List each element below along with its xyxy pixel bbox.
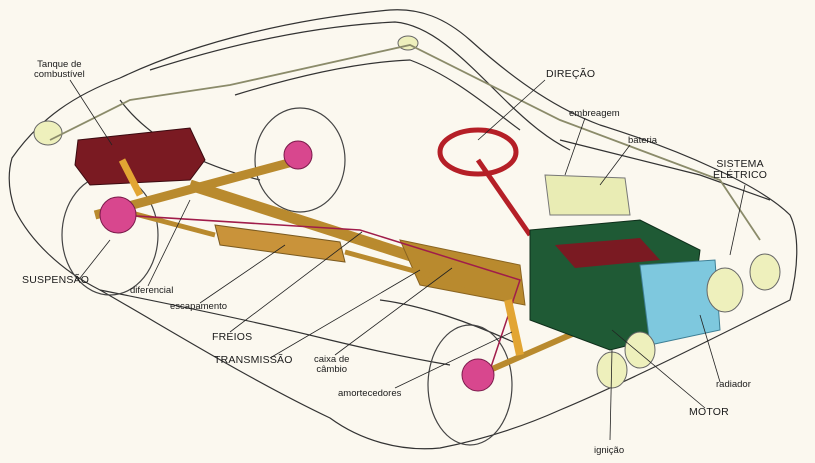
steering-wheel	[437, 127, 519, 177]
car-body-outline	[8, 9, 798, 450]
front-shock-absorber	[504, 299, 524, 356]
label-sistema-eletrico: SISTEMA ELÉTRICO	[713, 158, 768, 182]
fuel-tank	[74, 127, 206, 186]
label-diferencial: diferencial	[130, 285, 174, 296]
muffler	[214, 224, 346, 263]
label-amortecedores: amortecedores	[338, 388, 402, 399]
label-direcao: DIREÇÃO	[546, 68, 596, 80]
label-escapamento: escapamento	[170, 301, 228, 312]
steering-column	[475, 158, 533, 237]
label-motor: MOTOR	[689, 406, 729, 418]
rear-shock-absorber	[118, 158, 144, 197]
leader-lines	[69, 79, 746, 441]
battery-box	[544, 174, 631, 216]
front-brake	[461, 358, 495, 392]
engine-head	[555, 238, 660, 268]
label-ignicao: ignição	[594, 445, 625, 456]
front-left-wheel	[427, 324, 513, 446]
rear-right-wheel	[254, 107, 346, 213]
electrical-wiring	[49, 44, 761, 241]
label-caixa-de-cambio: caixa de câmbio	[314, 354, 350, 375]
label-transmissao: TRANSMISSÃO	[214, 354, 293, 366]
rear-right-brake	[283, 140, 313, 170]
headlamp	[706, 267, 744, 313]
label-suspensao: SUSPENSÃO	[22, 274, 90, 286]
headlamp	[749, 253, 781, 291]
rear-left-brake	[99, 196, 137, 234]
headlamps	[33, 35, 781, 389]
label-radiador: radiador	[716, 379, 751, 390]
tail-lamp	[33, 120, 63, 146]
label-bateria: bateria	[628, 135, 658, 146]
label-freios: FREIOS	[212, 331, 253, 343]
label-embreagem: embreagem	[569, 108, 620, 119]
label-tanque-de-combustivel: Tanque de combustível	[34, 59, 85, 80]
radiator-core	[639, 259, 721, 346]
headlamp	[624, 331, 656, 369]
brake-lines	[119, 214, 521, 371]
